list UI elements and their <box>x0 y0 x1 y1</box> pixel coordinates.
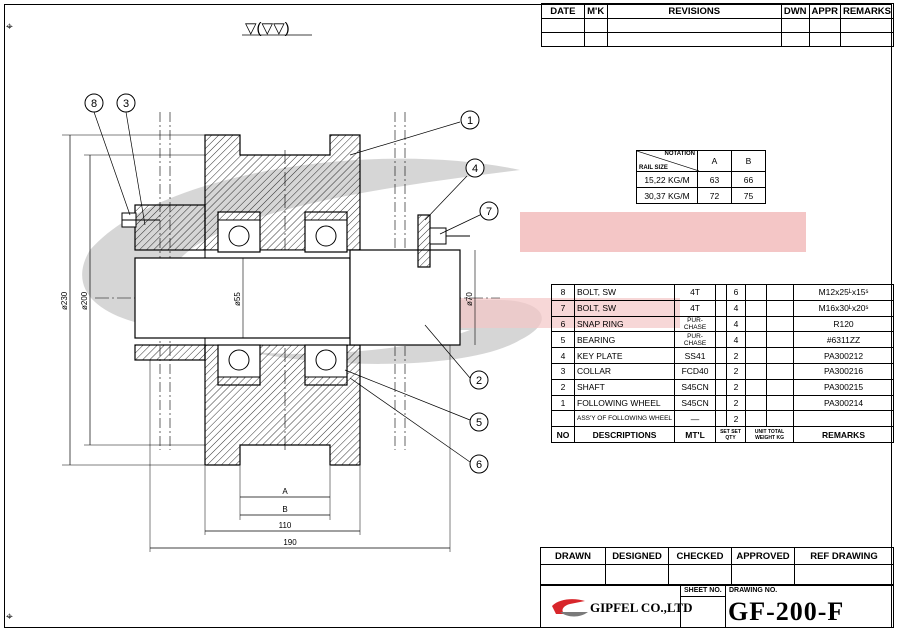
notation-a-2: 72 <box>697 187 732 204</box>
rev-header-remarks: REMARKS <box>839 3 895 19</box>
callout-3: 3 <box>123 98 129 110</box>
callout-8: 8 <box>91 98 97 110</box>
rev-header-date: DATE <box>541 3 585 19</box>
bom-header-weight: WEIGHT KG <box>755 434 784 441</box>
callout-1: 1 <box>467 115 473 127</box>
title-header-designed: DESIGNED <box>605 547 669 565</box>
bill-of-materials-table: 8 BOLT, SW 4T 6 M12x25ᴸx15ˢ 7 BOLT, SW 4… <box>551 284 894 443</box>
callout-4: 4 <box>472 163 478 175</box>
notation-rail-1: 15,22 KG/M <box>636 171 698 188</box>
title-block: DRAWN DESIGNED CHECKED APPROVED REF DRAW… <box>540 547 894 585</box>
notation-corner-bottom: RAIL SIZE <box>639 165 668 171</box>
rev-header-mk: M'K <box>583 3 608 19</box>
rail-notation-table: NOTATION RAIL SIZE A B 15,22 KG/M 63 66 … <box>636 150 766 204</box>
title-header-checked: CHECKED <box>668 547 732 565</box>
bom-header-row: NO DESCRIPTIONS MT'L SET SET QTY UNIT TO… <box>551 426 894 443</box>
watermark-red-band <box>520 212 806 252</box>
bom-header-qty: QTY <box>725 434 736 441</box>
callout-5: 5 <box>476 417 482 429</box>
bom-row: 3 COLLAR FCD40 2 PA300216 <box>551 362 894 380</box>
bom-row: 8 BOLT, SW 4T 6 M12x25ᴸx15ˢ <box>551 284 894 301</box>
bom-header-no: NO <box>551 426 575 443</box>
dim-b: B <box>282 505 287 514</box>
bom-header-unit: UNIT <box>754 428 767 435</box>
dim-190: 190 <box>283 538 297 547</box>
rev-header-revisions: REVISIONS <box>606 3 782 19</box>
bom-header-total: TOTAL <box>767 428 785 435</box>
bom-header-set-1: SET <box>720 428 730 435</box>
title-header-ref-drawing: REF DRAWING <box>794 547 894 565</box>
revisions-table: DATE M'K REVISIONS DWN APPR REMARKS <box>541 3 895 47</box>
callout-2: 2 <box>476 375 482 387</box>
rev-header-appr: APPR <box>808 3 841 19</box>
notation-a-1: 63 <box>697 171 732 188</box>
drawing-number: GF-200-F <box>728 597 845 626</box>
callout-6: 6 <box>476 459 482 471</box>
sheet-no-label: SHEET NO. <box>684 587 722 594</box>
dim-dia-70: ø70 <box>465 292 474 306</box>
notation-col-b: B <box>731 150 766 172</box>
bom-row: 6 SNAP RING PUR-CHASE 4 R120 <box>551 315 894 333</box>
dim-dia-55: ø55 <box>233 292 242 306</box>
surface-finish-mark: ▽(▽▽) <box>245 20 290 37</box>
bom-row: 4 KEY PLATE SS41 2 PA300212 <box>551 347 894 364</box>
title-header-drawn: DRAWN <box>540 547 606 565</box>
company-name: GIPFEL CO.,LTD <box>590 600 693 615</box>
bom-header-descriptions: DESCRIPTIONS <box>573 426 676 443</box>
corner-mark-bottom-left: ⌖ <box>6 609 13 623</box>
notation-b-2: 75 <box>731 187 766 204</box>
notation-corner-top: NOTATION <box>664 151 695 157</box>
bom-row: ASS'Y OF FOLLOWING WHEEL — 2 <box>551 410 894 428</box>
dim-a: A <box>282 487 288 496</box>
dim-dia-200: ø200 <box>80 291 89 310</box>
notation-col-a: A <box>697 150 732 172</box>
corner-mark-top-left: ⌖ <box>6 19 13 33</box>
title-block-lower <box>540 585 894 628</box>
drawing-no-label: DRAWING NO. <box>729 587 778 594</box>
bom-row: 5 BEARING PUR-CHASE 4 #6311ZZ <box>551 331 894 349</box>
logo-icon <box>552 599 585 614</box>
title-header-approved: APPROVED <box>731 547 795 565</box>
notation-rail-2: 30,37 KG/M <box>636 187 698 204</box>
bom-header-set-2: SET <box>731 428 741 435</box>
dim-110: 110 <box>279 521 292 530</box>
bom-header-remarks: REMARKS <box>793 426 894 443</box>
bom-header-mtl: MT'L <box>674 426 717 443</box>
notation-b-1: 66 <box>731 171 766 188</box>
dim-dia-230: ø230 <box>60 291 69 310</box>
callout-7: 7 <box>486 206 492 218</box>
bom-row: 1 FOLLOWING WHEEL S45CN 2 PA300214 <box>551 394 894 412</box>
rev-header-dwn: DWN <box>780 3 810 19</box>
bom-row: 7 BOLT, SW 4T 4 M16x30ᴸx20ˢ <box>551 299 894 317</box>
bom-row: 2 SHAFT S45CN 2 PA300215 <box>551 378 894 396</box>
